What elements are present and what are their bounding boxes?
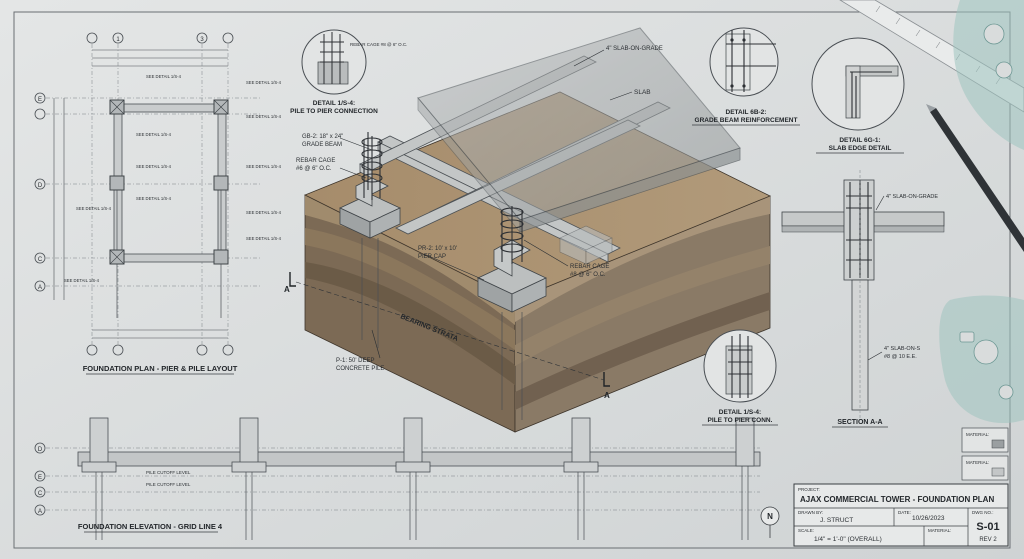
elevation-title: FOUNDATION ELEVATION - GRID LINE 4 bbox=[78, 522, 223, 531]
plan-callout: SEE DETAIL 1/S-4 bbox=[246, 210, 282, 215]
label-slab-on-grade: 4" SLAB-ON-GRADE bbox=[606, 46, 663, 52]
plan-callout: SEE DETAIL 1/S-4 bbox=[246, 80, 282, 85]
legend-item: MATERIAL: bbox=[966, 460, 989, 465]
plan-title: FOUNDATION PLAN - PIER & PILE LAYOUT bbox=[83, 364, 238, 373]
detail-1-subtitle: PILE TO PIER CONNECTION bbox=[290, 108, 378, 115]
pencil-tool bbox=[926, 104, 1024, 252]
title-block: PROJECT: AJAX COMMERCIAL TOWER - FOUNDAT… bbox=[793, 483, 1009, 547]
grid-col-label: 3 bbox=[200, 37, 204, 43]
foundation-plan: 1 3 E D C A bbox=[34, 32, 282, 375]
elev-row-label: C bbox=[38, 491, 43, 497]
plan-callout: SEE DETAIL 1/S-4 bbox=[136, 132, 172, 137]
pile-cutoff-label: PILE CUTOFF LEVEL bbox=[146, 470, 191, 475]
detail-slab-edge: DETAIL 6G-1: SLAB EDGE DETAIL bbox=[811, 37, 905, 154]
section-mark-right: A bbox=[604, 391, 610, 400]
project-name: AJAX COMMERCIAL TOWER - FOUNDATION PLAN bbox=[800, 495, 994, 504]
label-pier-cap: PR-2: 10' x 10'PIER CAP bbox=[418, 246, 457, 260]
detail-3-title: DETAIL 6G-1: bbox=[839, 137, 880, 144]
date-label: DATE: bbox=[898, 510, 911, 515]
section-slab2-sub: #8 @ 10 E.E. bbox=[884, 354, 917, 360]
plan-callout: SEE DETAIL 1/S-4 bbox=[246, 114, 282, 119]
material-legend: MATERIAL: MATERIAL: bbox=[961, 427, 1009, 481]
foundation-elevation: D E C A PILE CUTOFF LEVEL PILE CUTOFF LE… bbox=[34, 417, 761, 540]
detail-pile-to-pier-conn: DETAIL 1/S-4: PILE TO PIER CONN. bbox=[702, 329, 778, 426]
detail-2-title: DETAIL 6B-2: bbox=[726, 109, 767, 116]
isometric-foundation-view: A A 4" SLAB-ON-GRADE SLAB GB-2: 18" x 24… bbox=[284, 27, 771, 433]
section-mark-left: A bbox=[284, 285, 290, 294]
section-title: SECTION A-A bbox=[837, 419, 882, 426]
detail-pile-to-pier: REBAR CAGE #8 @ 6" O.C. DETAIL 1/S-4: PI… bbox=[290, 29, 407, 115]
sheet-border bbox=[13, 11, 1011, 549]
grid-col-label: 1 bbox=[116, 37, 120, 43]
drawn-by: J. STRUCT bbox=[820, 517, 853, 524]
material-label: MATERIAL: bbox=[928, 528, 951, 533]
plan-callout: SEE DETAIL 1/S-4 bbox=[136, 196, 172, 201]
section-slab2-label: 4" SLAB-ON-S bbox=[884, 346, 921, 352]
detail-4-subtitle: PILE TO PIER CONN. bbox=[708, 417, 773, 424]
grid-row-label: D bbox=[38, 183, 43, 189]
grid-row-label: A bbox=[38, 285, 42, 291]
section-slab-label: 4" SLAB-ON-GRADE bbox=[886, 194, 938, 200]
project-label: PROJECT: bbox=[798, 487, 820, 492]
north-arrow: N bbox=[760, 506, 780, 538]
plan-callout: SEE DETAIL 1/S-4 bbox=[246, 164, 282, 169]
label-slab: SLAB bbox=[634, 89, 651, 96]
legend-item: MATERIAL: bbox=[966, 432, 989, 437]
left-pier-cap bbox=[339, 132, 401, 348]
date: 10/26/2023 bbox=[912, 515, 945, 522]
dwg-number: S-01 bbox=[976, 521, 999, 533]
label-rebar-cage-left: REBAR CAGE#6 @ 6" O.C. bbox=[296, 158, 335, 172]
plan-callout: SEE DETAIL 1/S-4 bbox=[136, 164, 172, 169]
elev-row-label: E bbox=[38, 475, 42, 481]
scale: 1/4" = 1'-0" (OVERALL) bbox=[814, 536, 882, 543]
label-grade-beam: GB-2: 18" x 24"GRADE BEAM bbox=[302, 134, 343, 148]
plan-callout: SEE DETAIL 1/S-4 bbox=[76, 206, 112, 211]
pile-cutoff-label: PILE CUTOFF LEVEL bbox=[146, 482, 191, 487]
dwg-label: DWG NO.: bbox=[972, 510, 994, 515]
elev-row-label: D bbox=[38, 447, 43, 453]
elev-row-label: A bbox=[38, 509, 42, 515]
revision: REV 2 bbox=[979, 537, 997, 543]
section-a-a: 4" SLAB-ON-GRADE 4" SLAB-ON-S #8 @ 10 E.… bbox=[781, 170, 945, 428]
grid-row-label: C bbox=[38, 257, 43, 263]
detail-4-title: DETAIL 1/S-4: bbox=[719, 409, 761, 416]
plan-callout: SEE DETAIL 1/S-4 bbox=[146, 74, 182, 79]
detail-2-subtitle: GRADE BEAM REINFORCEMENT bbox=[695, 117, 798, 124]
plan-callout: SEE DETAIL 1/S-4 bbox=[246, 236, 282, 241]
north-arrow-icon: N bbox=[767, 512, 773, 521]
detail-grade-beam: DETAIL 6B-2: GRADE BEAM REINFORCEMENT bbox=[692, 27, 800, 126]
detail-1-label: REBAR CAGE #8 @ 6" O.C. bbox=[350, 42, 407, 47]
label-rebar-cage-right: REBAR CAGE#8 @ 6" O.C. bbox=[570, 264, 609, 278]
plan-callout: SEE DETAIL 1/S-4 bbox=[64, 278, 100, 283]
grid-row-label: E bbox=[38, 97, 42, 103]
detail-1-title: DETAIL 1/S-4: bbox=[313, 100, 355, 107]
scale-label: SCALE: bbox=[798, 528, 814, 533]
detail-3-subtitle: SLAB EDGE DETAIL bbox=[829, 145, 892, 152]
drawn-by-label: DRAWN BY: bbox=[798, 510, 823, 515]
right-pier-cap bbox=[477, 206, 547, 420]
